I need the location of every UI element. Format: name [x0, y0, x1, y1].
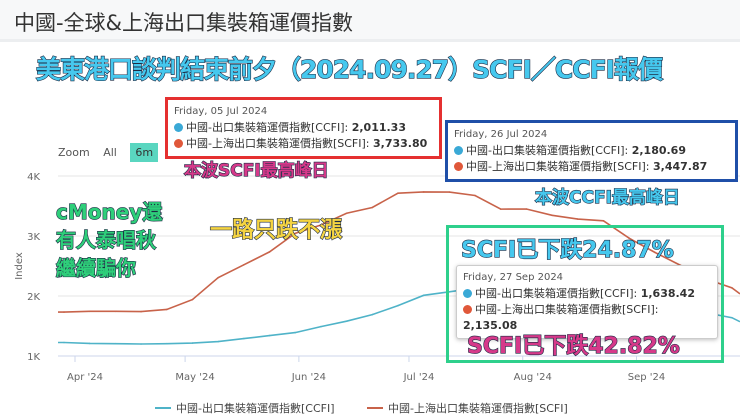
scfi-drop-annotation: SCFI已下跌42.82%	[466, 333, 680, 359]
scfi-value: 3,447.87	[653, 160, 708, 173]
zoom-controls: Zoom All 6m	[58, 143, 168, 162]
ccfi-point	[63, 341, 65, 344]
tooltip-date: Friday, 05 Jul 2024	[174, 106, 268, 117]
scfi-point	[576, 218, 579, 220]
ccfi-point	[345, 320, 348, 323]
x-tick-label: Sep '24	[628, 372, 666, 383]
ccfi-point	[320, 325, 322, 328]
down-annotation: 一路只跌不漲	[209, 217, 343, 243]
y-tick-label: 2K	[27, 292, 40, 303]
tooltip-jul26: Friday, 26 Jul 2024 中國-出口集裝箱運價指數[CCFI]: …	[445, 120, 738, 182]
highlight-box	[446, 225, 724, 363]
scfi-point	[63, 311, 65, 313]
ccfi-point	[371, 313, 374, 316]
scfi-label: 中國-上海出口集裝箱運價指數[SCFI]:	[186, 137, 370, 150]
ccfi-value: 1,638.42	[640, 287, 695, 300]
annotation-line: cMoney還	[55, 199, 163, 224]
scfi-point	[140, 310, 142, 313]
cmoney-annotation: cMoney還 有人泰唱秋 繼續騙你	[55, 198, 163, 282]
annotation-line: 繼續騙你	[55, 255, 136, 280]
scfi-point	[422, 191, 425, 193]
scfi-point	[294, 232, 297, 235]
scfi-point	[191, 298, 194, 301]
ccfi-point	[422, 294, 425, 297]
scfi-point	[499, 208, 502, 210]
ccfi-point	[731, 316, 733, 319]
scfi-point	[217, 276, 219, 279]
page-title: 中國-全球&上海出口集裝箱運價指數	[14, 11, 353, 35]
x-tick-label: Jul '24	[403, 372, 435, 383]
ccfi-peak-annotation: 本波CCFI最高峰日	[534, 187, 680, 208]
ccfi-dot-icon	[174, 123, 183, 132]
scfi-point	[654, 251, 656, 254]
scfi-point	[448, 191, 451, 193]
tooltip-date: Friday, 27 Sep 2024	[463, 272, 564, 283]
ccfi-point	[114, 342, 117, 345]
legend-scfi[interactable]: 中國-上海出口集裝箱運價指數[SCFI]	[367, 400, 568, 416]
ccfi-label: 中國-出口集裝箱運價指數[CCFI]:	[475, 287, 638, 300]
ccfi-drop-annotation: SCFI已下跌24.87%	[460, 237, 674, 263]
scfi-dot-icon	[454, 162, 463, 171]
ccfi-point	[243, 337, 245, 340]
scfi-peak-annotation: 本波SCFI最高峰日	[183, 160, 329, 181]
ccfi-value: 2,011.33	[351, 121, 406, 134]
ccfi-dot-icon	[463, 289, 472, 298]
scfi-label: 中國-上海出口集裝箱運價指數[SCFI]:	[466, 160, 650, 173]
ccfi-point	[191, 342, 194, 344]
scfi-point	[320, 224, 322, 226]
legend-ccfi[interactable]: 中國-出口集裝箱運價指數[CCFI]	[155, 400, 334, 416]
scfi-dot-icon	[174, 139, 183, 148]
annotation-line: 有人泰唱秋	[55, 227, 156, 252]
scfi-point	[602, 220, 605, 222]
scfi-dot-icon	[463, 305, 472, 314]
ccfi-label: 中國-出口集裝箱運價指數[CCFI]:	[186, 121, 349, 134]
scfi-point	[397, 192, 399, 194]
y-tick-label: 1K	[27, 352, 40, 363]
scfi-point	[88, 310, 91, 313]
page-header: 中國-全球&上海出口集裝箱運價指數	[0, 0, 740, 42]
ccfi-point	[217, 340, 219, 343]
legend-label: 中國-出口集裝箱運價指數[CCFI]	[176, 402, 335, 415]
scfi-point	[525, 208, 528, 210]
scfi-point	[114, 310, 117, 313]
scfi-point	[731, 287, 733, 289]
scfi-point	[628, 237, 630, 240]
tooltip-jul05: Friday, 05 Jul 2024 中國-出口集裝箱運價指數[CCFI]: …	[165, 97, 442, 159]
ccfi-dot-icon	[454, 146, 463, 155]
x-tick-label: Apr '24	[67, 372, 103, 383]
ccfi-point	[268, 334, 271, 337]
x-tick-label: Aug '24	[514, 372, 552, 383]
ccfi-point	[88, 342, 91, 345]
ccfi-point	[294, 331, 297, 334]
ccfi-point	[140, 343, 142, 345]
scfi-point	[371, 206, 374, 209]
zoom-label: Zoom	[58, 146, 90, 159]
zoom-6m-button[interactable]: 6m	[130, 143, 159, 162]
scfi-value: 3,733.80	[373, 137, 428, 150]
y-axis-label: Index	[14, 252, 25, 280]
scfi-point	[474, 194, 476, 197]
banner-title: 美東港口談判結束前夕（2024.09.27）SCFI／CCFI報價	[35, 54, 663, 84]
scfi-point	[243, 264, 245, 266]
x-tick-label: May '24	[175, 372, 214, 383]
scfi-value: 2,135.08	[463, 319, 518, 332]
x-tick-label: Jun '24	[291, 372, 326, 383]
scfi-point	[345, 212, 348, 215]
scfi-point	[268, 251, 271, 253]
scfi-point	[551, 214, 553, 217]
legend-label: 中國-上海出口集裝箱運價指數[SCFI]	[388, 402, 568, 415]
ccfi-point	[397, 304, 399, 307]
scfi-label: 中國-上海出口集裝箱運價指數[SCFI]:	[475, 303, 659, 316]
ccfi-label: 中國-出口集裝箱運價指數[CCFI]:	[466, 144, 629, 157]
zoom-all-button[interactable]: All	[103, 146, 117, 159]
scfi-point	[165, 308, 168, 311]
y-tick-label: 4K	[27, 172, 40, 183]
tooltip-sep27: Friday, 27 Sep 2024 中國-出口集裝箱運價指數[CCFI]: …	[456, 265, 718, 339]
tooltip-date: Friday, 26 Jul 2024	[454, 129, 548, 140]
ccfi-point	[165, 342, 168, 345]
y-tick-label: 3K	[27, 232, 40, 243]
ccfi-value: 2,180.69	[631, 144, 686, 157]
